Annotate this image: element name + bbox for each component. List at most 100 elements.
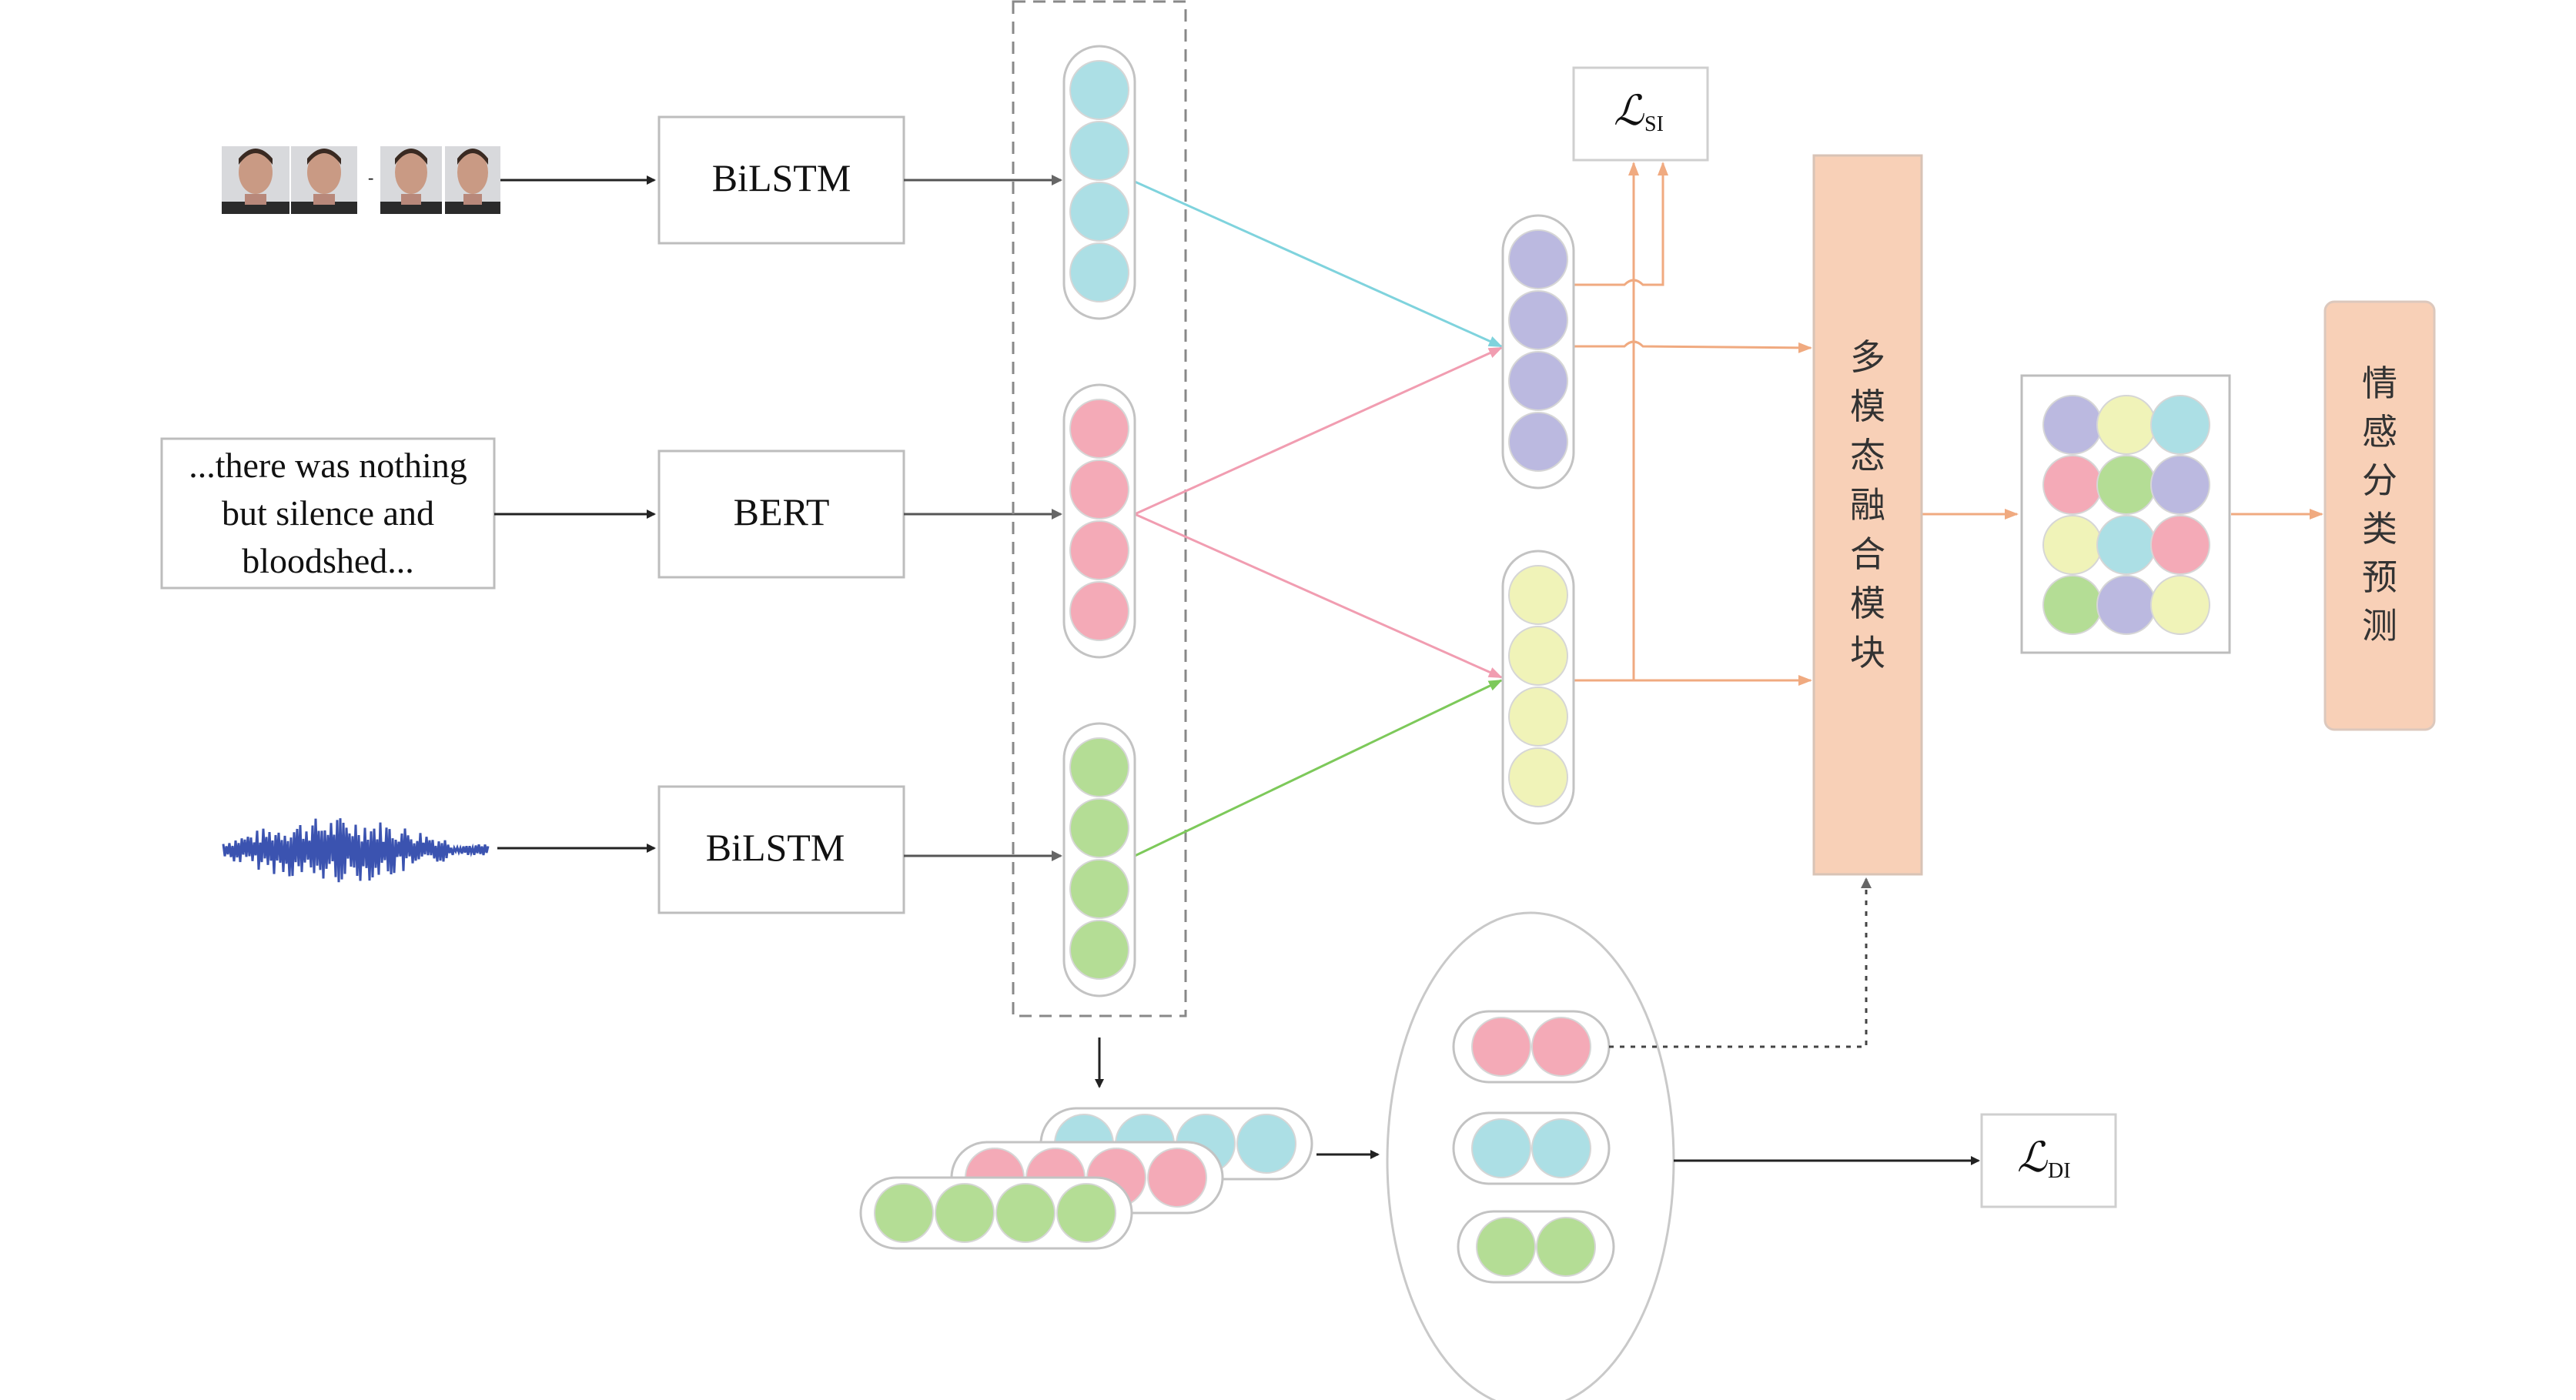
feature-node xyxy=(1069,459,1129,520)
fused-node xyxy=(2096,575,2156,635)
line-yellow-to-si-loss xyxy=(1574,162,1639,682)
di-loss-symbol: ℒ xyxy=(2017,1134,2048,1181)
fused-node xyxy=(2042,575,2103,635)
label-char: 态 xyxy=(1850,435,1885,476)
face-thumbnail xyxy=(222,146,289,214)
feature-node xyxy=(1069,121,1129,181)
encoder-bilstm-audio-label: BiLSTM xyxy=(706,826,845,869)
encoder-bilstm-video-label: BiLSTM xyxy=(712,156,851,199)
label-char: 预 xyxy=(2362,556,2397,598)
feature-node xyxy=(1069,581,1129,641)
label-char: 模 xyxy=(1850,583,1885,624)
label-char: 合 xyxy=(1850,533,1885,575)
encoder-bert-text-label: BERT xyxy=(734,490,830,533)
text-input-box: ...there was nothing but silence and blo… xyxy=(160,437,496,590)
feature-node xyxy=(1056,1183,1116,1243)
face-thumbnail xyxy=(445,146,500,214)
orange-connections xyxy=(1574,162,2323,686)
feature-node xyxy=(1508,626,1568,686)
fused-representation-grid xyxy=(2020,374,2231,654)
text-input-line-3: bloodshed... xyxy=(242,541,414,580)
label-char: 情 xyxy=(2362,363,2397,404)
audio-waveform-icon xyxy=(222,818,490,883)
label-char: 类 xyxy=(2362,508,2397,550)
line-purple-to-fusion xyxy=(1574,340,1812,353)
face-thumbnail xyxy=(380,146,442,214)
feature-node xyxy=(1476,1217,1536,1277)
feature-node xyxy=(995,1183,1055,1243)
frames-ellipsis: - xyxy=(368,168,373,187)
feature-node xyxy=(1508,565,1568,625)
feature-node xyxy=(1531,1118,1591,1178)
feature-node xyxy=(935,1183,995,1243)
fused-node xyxy=(2042,395,2103,455)
stacked-audio-vector xyxy=(859,1176,1133,1250)
feature-node xyxy=(1069,920,1129,980)
label-char: 感 xyxy=(2362,411,2397,453)
fused-node xyxy=(2096,515,2156,575)
audio-feature-vector xyxy=(1062,722,1136,997)
fused-node xyxy=(2150,515,2210,575)
shared-feature-vector-yellow xyxy=(1501,550,1575,825)
label-char: 融 xyxy=(1850,484,1885,526)
feature-node xyxy=(1508,747,1568,807)
feature-node xyxy=(1508,229,1568,289)
dotted-line-to-fusion xyxy=(1609,877,1872,1048)
feature-node xyxy=(1147,1148,1207,1208)
text-input-line-1: ...there was nothing xyxy=(189,446,467,485)
fused-node xyxy=(2096,395,2156,455)
feature-node xyxy=(1508,290,1568,350)
feature-node xyxy=(1069,242,1129,302)
encoder-bert-text: BERT xyxy=(657,449,905,579)
di-loss-box: ℒ DI xyxy=(1980,1113,2117,1208)
text-input-line-2: but silence and xyxy=(222,493,434,533)
fused-node xyxy=(2096,455,2156,515)
feature-node xyxy=(1069,182,1129,242)
feature-node xyxy=(1471,1118,1531,1178)
arrow-text-to-shared-yellow xyxy=(1134,513,1503,679)
arrow-audio-to-shared-yellow xyxy=(1134,679,1503,857)
feature-node xyxy=(1531,1017,1591,1077)
si-loss-subscript: SI xyxy=(1644,112,1664,136)
feature-node xyxy=(1069,798,1129,858)
feature-node xyxy=(1069,60,1129,120)
text-feature-vector xyxy=(1062,383,1136,659)
feature-node xyxy=(1471,1017,1531,1077)
face-thumbnail xyxy=(291,146,357,214)
feature-node xyxy=(1508,351,1568,411)
feature-node xyxy=(874,1183,934,1243)
di-loss-subscript: DI xyxy=(2048,1159,2071,1183)
feature-node xyxy=(1236,1114,1296,1174)
fused-node xyxy=(2042,455,2103,515)
feature-node xyxy=(1069,399,1129,459)
feature-node xyxy=(1069,737,1129,797)
feature-node xyxy=(1536,1217,1596,1277)
pair-video xyxy=(1452,1111,1611,1185)
video-frames: - xyxy=(222,146,500,214)
si-loss-box: ℒ SI xyxy=(1572,66,1709,162)
pair-audio xyxy=(1457,1210,1615,1284)
modality-pair-vectors xyxy=(1452,1010,1615,1284)
feature-node xyxy=(1069,520,1129,580)
label-char: 块 xyxy=(1850,632,1885,673)
video-feature-vector xyxy=(1062,45,1136,320)
label-char: 多 xyxy=(1850,336,1885,378)
feature-node xyxy=(1069,859,1129,919)
stacked-modality-vectors xyxy=(859,1107,1313,1250)
label-char: 模 xyxy=(1850,386,1885,427)
arrow-text-to-shared-purple xyxy=(1134,346,1503,516)
si-loss-symbol: ℒ xyxy=(1614,88,1644,134)
fused-node xyxy=(2150,455,2210,515)
line-purple-to-si-loss xyxy=(1574,162,1668,286)
encoder-bilstm-audio: BiLSTM xyxy=(657,785,905,914)
arrow-video-to-shared-purple xyxy=(1134,180,1503,348)
feature-node xyxy=(1508,687,1568,747)
pair-text xyxy=(1452,1010,1611,1084)
fused-node xyxy=(2042,515,2103,575)
fused-node xyxy=(2150,395,2210,455)
